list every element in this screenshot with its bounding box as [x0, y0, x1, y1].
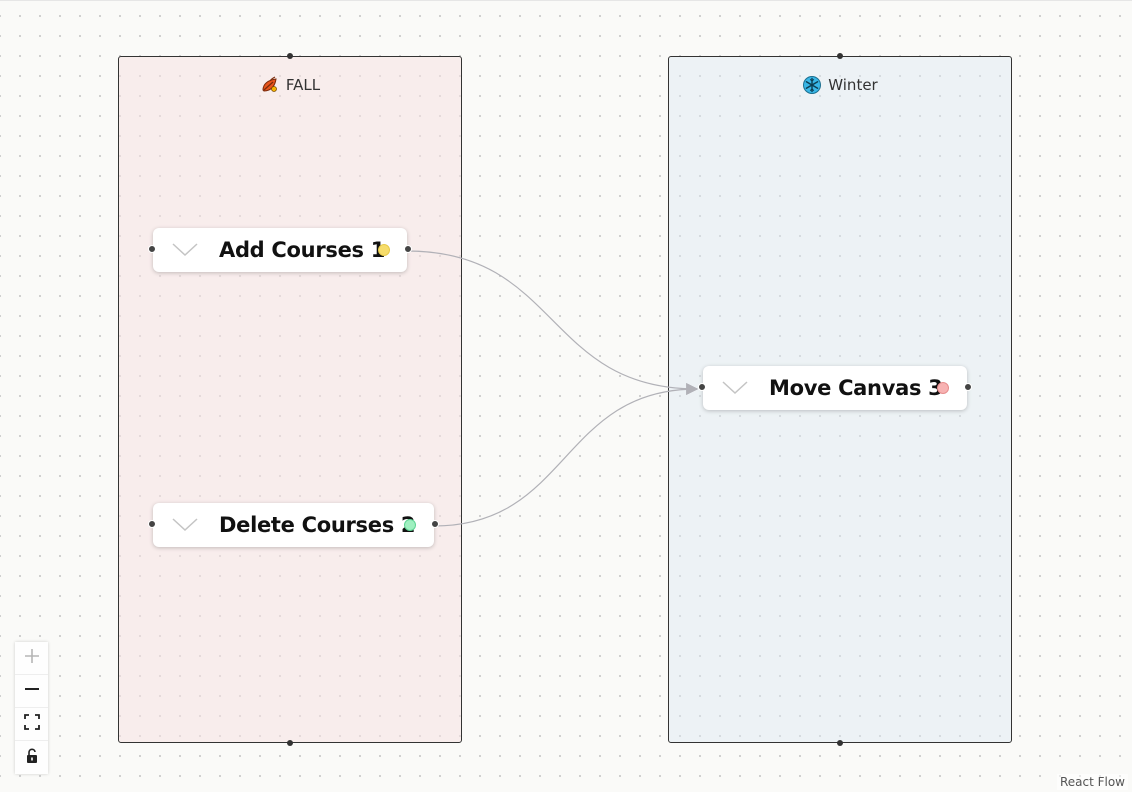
fallen-leaf-icon: [260, 75, 280, 95]
group-fall-label: FALL: [285, 76, 321, 94]
group-winter-header: Winter: [669, 75, 1011, 95]
node-label: Add Courses 1: [219, 238, 386, 262]
snowflake-icon: [802, 75, 822, 95]
status-indicator: [404, 519, 416, 531]
node-label: Move Canvas 3: [769, 376, 943, 400]
status-indicator: [378, 244, 390, 256]
group-winter-bottom-handle[interactable]: [837, 740, 843, 746]
group-fall-header: FALL: [119, 75, 461, 95]
node-target-handle[interactable]: [148, 245, 156, 253]
group-fall[interactable]: FALL: [118, 53, 462, 746]
zoom-out-button[interactable]: [15, 675, 48, 708]
node-label: Delete Courses 2: [219, 513, 416, 537]
minus-icon: [24, 681, 40, 701]
node-target-handle[interactable]: [148, 520, 156, 528]
node-source-handle[interactable]: [431, 520, 439, 528]
group-fall-bottom-handle[interactable]: [287, 740, 293, 746]
chevron-down-icon[interactable]: [721, 378, 749, 398]
group-fall-top-handle[interactable]: [287, 53, 293, 59]
fit-view-button[interactable]: [15, 708, 48, 741]
plus-icon: [24, 648, 40, 668]
toggle-interactivity-button[interactable]: [15, 741, 48, 774]
node-source-handle[interactable]: [964, 383, 972, 391]
status-indicator: [937, 382, 949, 394]
node-delete-courses[interactable]: Delete Courses 2: [148, 503, 439, 547]
fit-view-icon: [23, 714, 40, 734]
attribution-link[interactable]: React Flow: [1056, 774, 1128, 790]
chevron-down-icon[interactable]: [171, 515, 199, 535]
chevron-down-icon[interactable]: [171, 240, 199, 260]
node-target-handle[interactable]: [698, 383, 706, 391]
flow-controls: [15, 642, 48, 774]
group-winter-top-handle[interactable]: [837, 53, 843, 59]
node-move-canvas[interactable]: Move Canvas 3: [698, 366, 972, 410]
zoom-in-button[interactable]: [15, 642, 48, 675]
group-winter-label: Winter: [828, 76, 878, 94]
node-add-courses[interactable]: Add Courses 1: [148, 228, 412, 272]
edge-delete-courses-to-move-canvas[interactable]: [433, 383, 699, 527]
node-source-handle[interactable]: [404, 245, 412, 253]
lock-icon: [25, 747, 39, 768]
